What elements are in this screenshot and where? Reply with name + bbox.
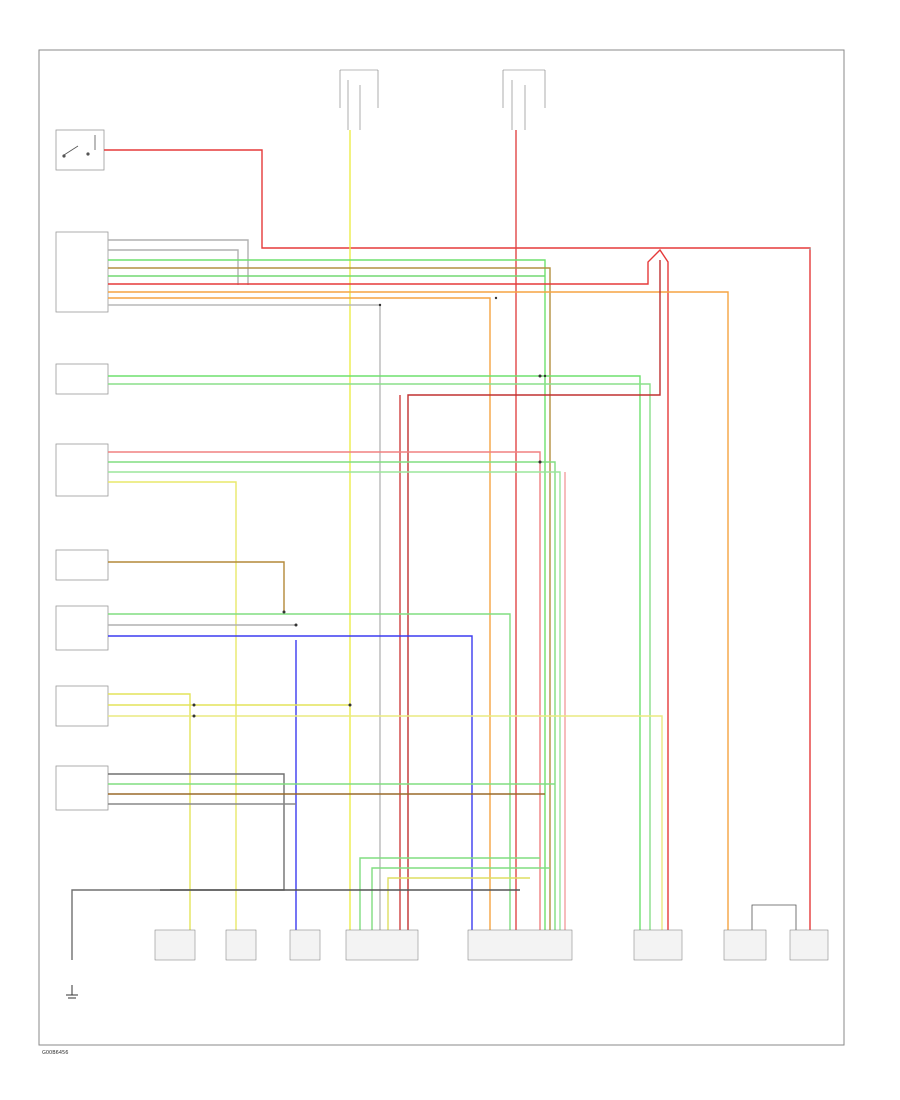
wire-tcm-green	[108, 375, 641, 960]
ground-icon	[66, 985, 78, 999]
wire-red-switch	[104, 149, 811, 960]
wire-low-green-1	[359, 857, 540, 960]
wire-em-yellow-1	[108, 693, 191, 960]
wire-low-green-2	[371, 867, 550, 960]
bottom-connectors	[154, 929, 829, 961]
wire-em-yellow-3	[108, 715, 663, 960]
wire-airbag-blue	[108, 635, 473, 960]
wire-abs-green-1	[108, 461, 556, 960]
wire-ecm-brown	[108, 267, 551, 960]
wire-abs-yellow	[108, 481, 237, 960]
wire-ecm-orange-2	[108, 297, 491, 960]
transmission-control-module-box	[55, 363, 109, 395]
climate-control-module-box	[55, 765, 109, 811]
diagram-frame	[38, 49, 845, 1046]
wire-tcm-brown	[108, 383, 651, 960]
wire-ecm-orange	[108, 291, 729, 960]
wire-abs-red	[108, 451, 541, 960]
wire-ecm-ltgreen	[108, 259, 546, 960]
electronic-module-box	[55, 685, 109, 727]
wire-darkred-loop	[407, 260, 661, 960]
engine-control-module-box	[55, 231, 109, 313]
wire-runs	[71, 130, 811, 960]
switch-box	[55, 129, 105, 171]
switch-icon	[62, 135, 96, 158]
airbag-control-module-box	[55, 605, 109, 651]
wire-ecm-gray-1	[108, 239, 249, 285]
wire-ecm-gray-3	[108, 304, 381, 960]
wire-abs-green-2	[108, 471, 561, 960]
abs-control-module-box	[55, 443, 109, 497]
component-boxes	[55, 129, 109, 811]
figure-id: G00B6456	[42, 1050, 69, 1056]
splice-dots	[192, 296, 547, 718]
wire-airbag-green	[108, 613, 511, 960]
wire-meter-brown	[108, 561, 285, 612]
wire-ecm-gray-2	[108, 249, 239, 285]
wire-ecm-red	[108, 248, 669, 960]
combination-meter-box	[55, 549, 109, 581]
top-connectors	[339, 69, 546, 130]
